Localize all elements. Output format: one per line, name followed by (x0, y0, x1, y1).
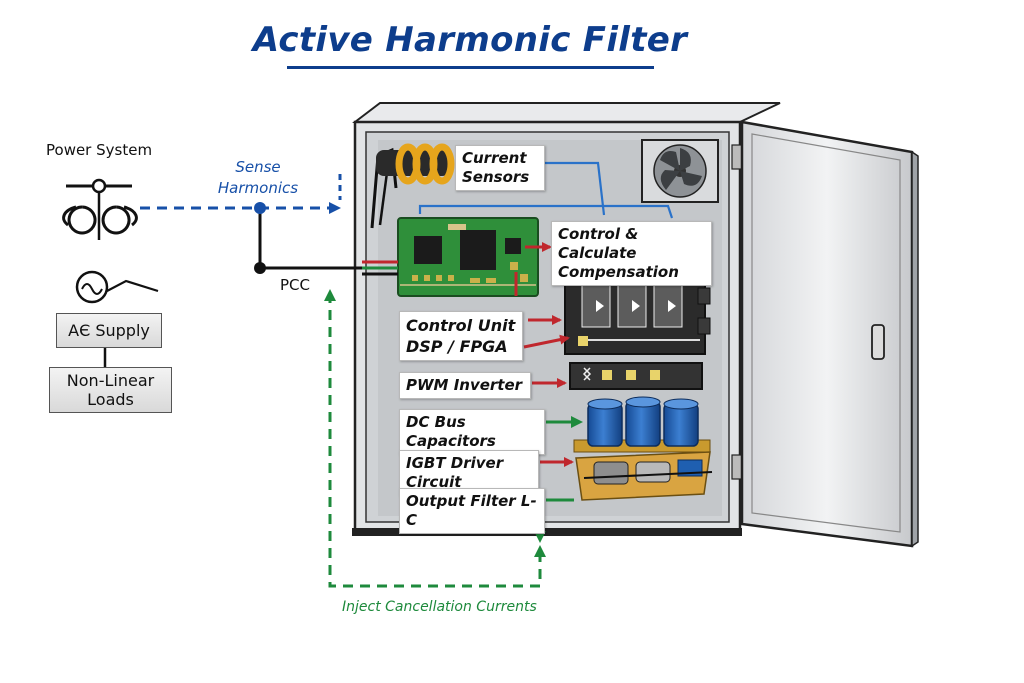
title-underline (287, 66, 654, 69)
tag-control-unit-line-2: DSP / FPGA (406, 337, 508, 356)
cooling-fan-icon (641, 139, 719, 203)
control-pcb-board (397, 217, 539, 297)
door-handle[interactable] (871, 324, 885, 360)
power-system-label: Power System (46, 141, 153, 159)
inject-currents-line (328, 290, 542, 588)
sense-label-line-1: Sense (235, 158, 281, 176)
nonlinear-label-line-2: Loads (87, 390, 134, 409)
pcc-label: PCC (280, 276, 310, 294)
pwm-inverter-block (569, 362, 703, 390)
igbt-driver-board-icon (575, 451, 713, 501)
current-sensor-coils-icon (370, 143, 455, 229)
pcc-bus-line (258, 208, 362, 270)
tag-control-unit-line-1: Control Unit (406, 316, 516, 335)
sense-harmonics-label: Sense Harmonics (212, 157, 304, 199)
sense-label-line-2: Harmonics (217, 179, 299, 197)
nonlinear-loads-box: Non-Linear Loads (49, 367, 172, 413)
power-system-symbol (62, 178, 138, 240)
ac-supply-box: AЄ Supply (56, 313, 162, 348)
pcc-node (254, 262, 266, 274)
tag-current-sensors: Current Sensors (455, 145, 545, 191)
tag-control-calc-line-2: Compensation (558, 263, 679, 281)
dc-bus-capacitors-icon (573, 396, 711, 453)
tag-control-calculate: Control & Calculate Compensation (551, 221, 712, 286)
hinge-top (731, 144, 743, 170)
tag-current-sensors-line-2: Sensors (462, 168, 530, 186)
tag-pwm-inverter: PWM Inverter (399, 372, 531, 399)
tag-dc-bus-capacitors: DC Bus Capacitors (399, 409, 545, 455)
diagram-title: Active Harmonic Filter (252, 20, 688, 60)
tag-current-sensors-line-1: Current (462, 149, 527, 167)
inject-currents-label: Inject Cancellation Currents (342, 599, 537, 615)
tag-control-unit: Control Unit DSP / FPGA (399, 311, 523, 361)
ac-source-symbol (75, 270, 159, 304)
nonlinear-label-line-1: Non-Linear (66, 371, 155, 390)
cabinet-door[interactable] (740, 120, 919, 548)
tag-control-calc-line-1: Control & Calculate (558, 225, 639, 262)
hinge-bottom (731, 454, 743, 480)
tag-output-filter: Output Filter L-C (399, 488, 545, 534)
